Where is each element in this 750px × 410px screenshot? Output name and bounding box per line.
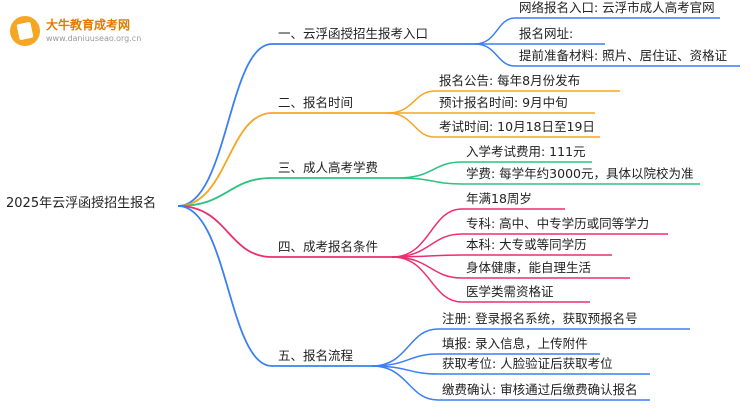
branch-connector-3 <box>177 177 273 207</box>
logo-book-icon <box>10 16 40 46</box>
leaf-connector <box>387 90 436 114</box>
root-topic: 2025年云浮函授招生报名 <box>6 196 157 211</box>
leaf-connector <box>397 161 463 179</box>
branch-connector-1 <box>177 43 273 207</box>
leaf-label: 填报: 录入信息，上传附件 <box>442 336 588 351</box>
leaf-label: 提前准备材料: 照片、居住证、资格证 <box>519 48 728 63</box>
leaf-label: 身体健康，能自理生活 <box>466 260 592 275</box>
leaf-label: 学费: 每学年约3000元，具体以院校为准 <box>466 166 694 181</box>
leaf-label: 入学考试费用: 111元 <box>466 144 586 159</box>
leaf-label: 专科: 高中、中专学历或同等学力 <box>466 216 650 231</box>
logo-title: 大牛教育成考网 <box>46 18 131 32</box>
branch-label-3: 三、成人高考学费 <box>278 160 379 175</box>
logo-url: www.daniuuseao.org.cn <box>46 34 142 43</box>
branch-label-5: 五、报名流程 <box>278 348 354 363</box>
leaf-connector <box>474 17 516 45</box>
branch-connector-5 <box>177 205 273 367</box>
branch-connector-2 <box>177 112 273 207</box>
leaf-label: 注册: 登录报名系统，获取预报名号 <box>442 311 638 326</box>
branch-label-4: 四、成考报名条件 <box>278 239 379 254</box>
leaf-connector <box>397 177 463 185</box>
leaf-connector <box>391 208 463 258</box>
leaf-connector <box>387 112 436 138</box>
leaf-label: 报名网址: <box>519 26 574 41</box>
leaf-label: 缴费确认: 审核通过后缴费确认报名 <box>442 382 638 397</box>
leaf-label: 医学类需资格证 <box>466 284 554 299</box>
branch-connector-4 <box>177 205 273 258</box>
leaf-connector <box>371 365 439 401</box>
leaf-label: 网络报名入口: 云浮市成人高考官网 <box>519 0 715 15</box>
leaf-connector <box>371 328 439 367</box>
leaf-label: 本科: 大专或等同学历 <box>466 237 587 252</box>
branch-label-1: 一、云浮函授招生报考入口 <box>278 26 429 41</box>
leaf-label: 获取考位: 人脸验证后获取考位 <box>442 356 613 371</box>
leaf-label: 考试时间: 10月18日至19日 <box>439 119 595 134</box>
site-logo: 大牛教育成考网 www.daniuuseao.org.cn <box>10 14 210 50</box>
leaf-connector <box>391 256 463 279</box>
leaf-connector <box>474 43 516 67</box>
leaf-label: 年满18周岁 <box>466 191 532 206</box>
leaf-label: 预计报名时间: 9月中旬 <box>439 95 568 110</box>
branch-label-2: 二、报名时间 <box>278 95 354 110</box>
leaf-connector <box>391 256 463 303</box>
leaf-label: 报名公告: 每年8月份发布 <box>439 73 581 88</box>
